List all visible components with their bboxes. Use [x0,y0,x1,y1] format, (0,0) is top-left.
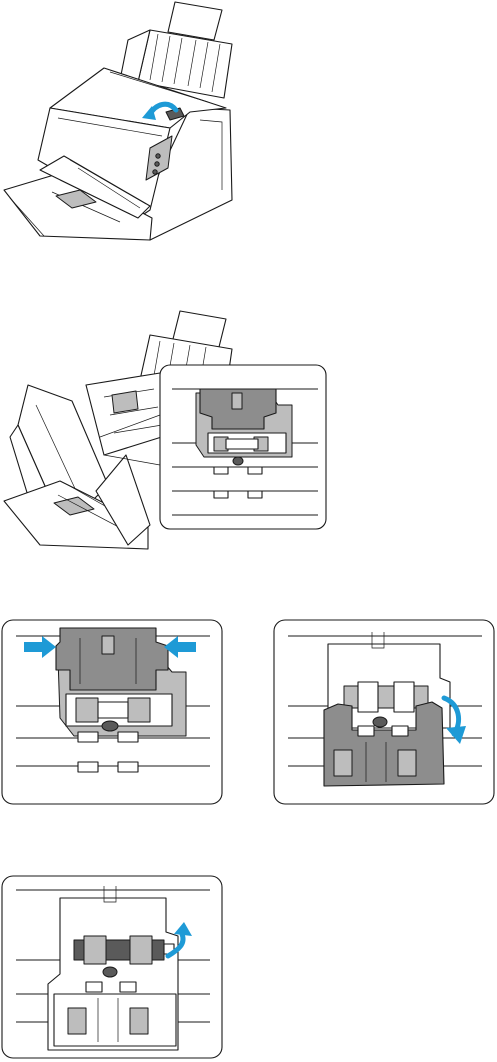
scanner-cover-open-roller-callout-illustration [0,305,330,555]
roller-cover-open-figure [272,618,497,808]
roller-cover-squeeze-tabs-illustration [0,618,226,808]
roller-cover-squeeze-figure [0,618,226,808]
roller-rotate-out-figure [0,874,226,1060]
scanner-open-cover-illustration [0,0,260,250]
scanner-open-cover-figure [0,0,260,250]
roller-rotate-out-illustration [0,874,226,1060]
roller-cover-open-illustration [272,618,496,808]
scanner-cover-open-figure [0,305,330,555]
